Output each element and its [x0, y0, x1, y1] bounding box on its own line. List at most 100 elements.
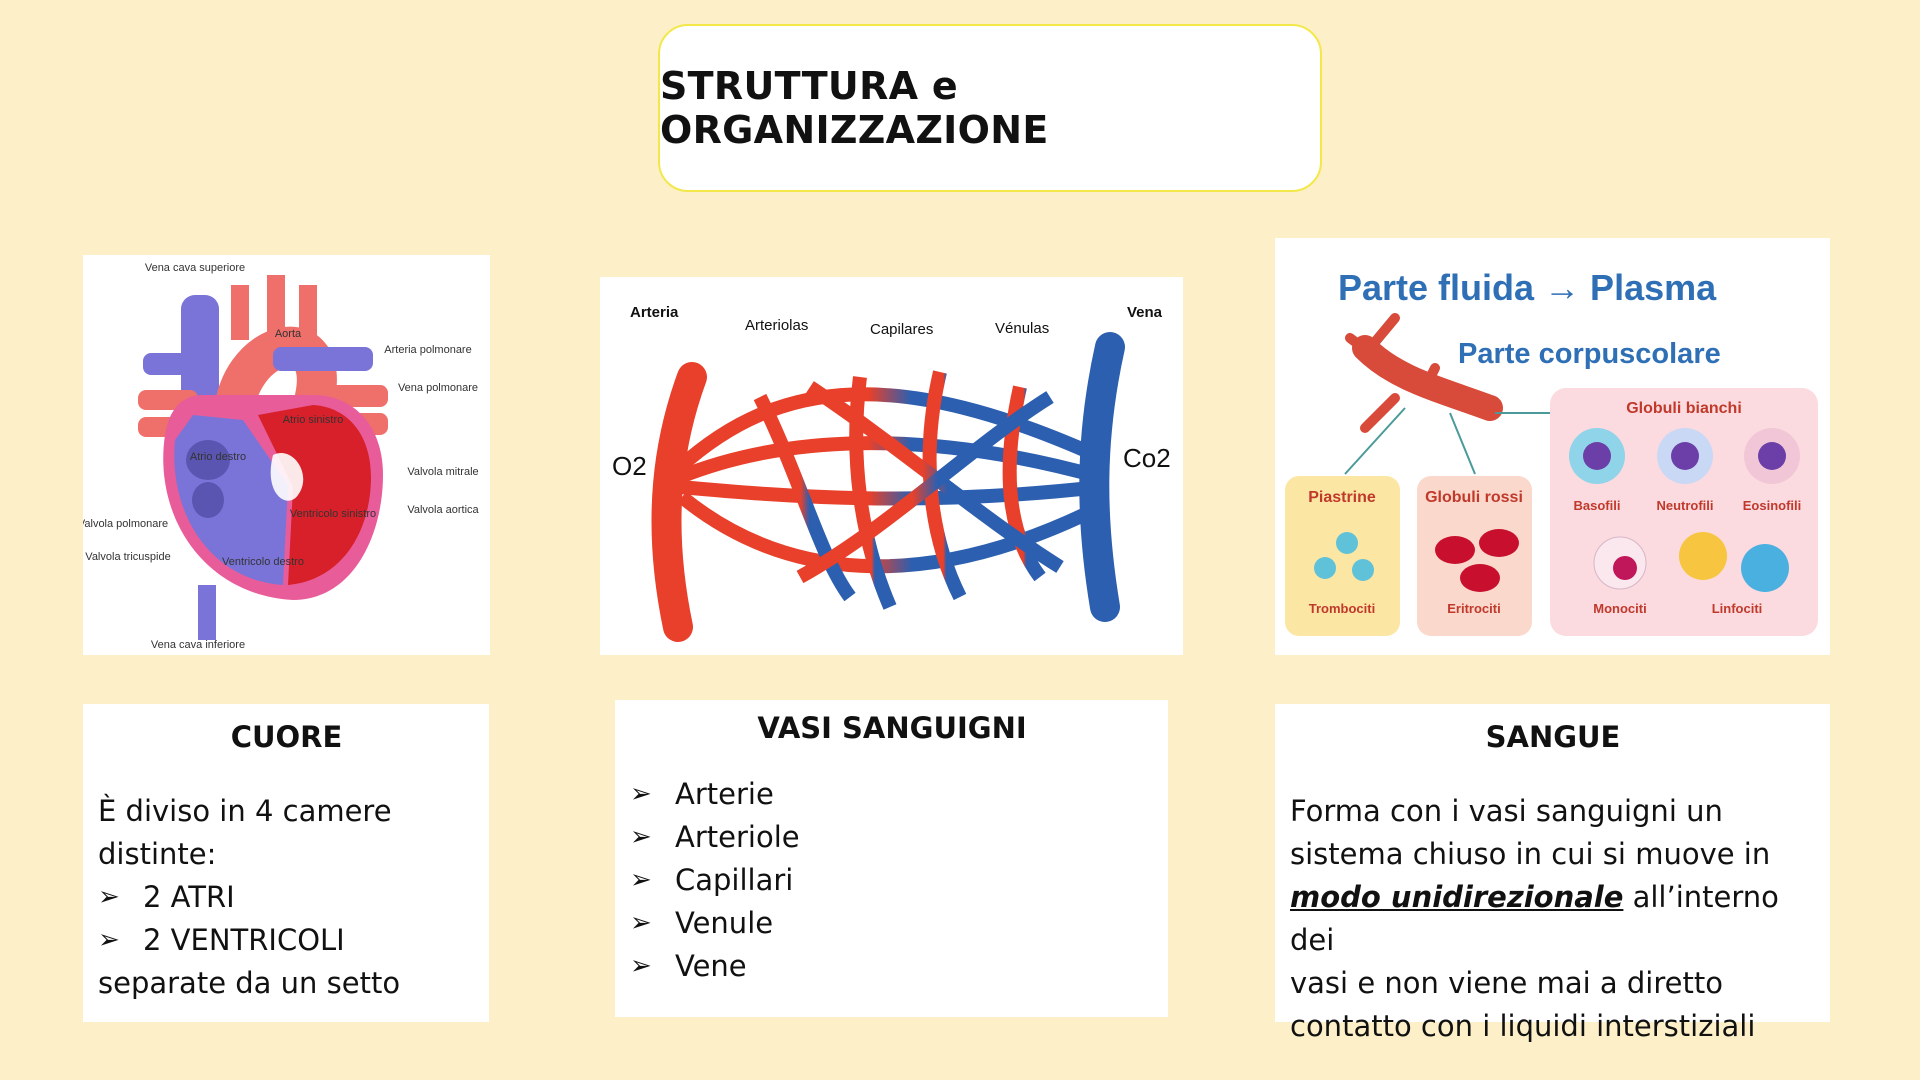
vena-cava-inferior-shape — [198, 585, 216, 640]
sangue-card: SANGUE Forma con i vasi sanguigni un sis… — [1275, 704, 1830, 1043]
rbc-2 — [1479, 529, 1519, 557]
vessels-illustration: Arteria Vena Arteriolas Capilares Vénula… — [612, 304, 1171, 642]
label-ventricolo-sinistro: Ventricolo sinistro — [290, 508, 376, 520]
label-o2: O2 — [612, 451, 647, 481]
cuore-item-2: 2 VENTRICOLI — [143, 923, 345, 957]
platelet-1 — [1336, 532, 1358, 554]
list-item: ➢ Vene — [630, 945, 1154, 988]
left-heart-shape — [258, 405, 371, 585]
label-trombociti: Trombociti — [1309, 601, 1375, 616]
label-ventricolo-destro: Ventricolo destro — [222, 556, 304, 568]
cuore-outro: separate da un setto — [98, 966, 401, 1000]
connector-lines — [1344, 407, 1550, 475]
label-corpuscolare: Parte corpuscolare — [1458, 338, 1721, 370]
cuore-intro-2: distinte: — [98, 837, 217, 871]
mitral-valve-shape — [270, 453, 304, 501]
bullet-arrow-icon: ➢ — [98, 882, 120, 912]
pulmonary-artery-right — [273, 347, 373, 371]
vasi-item-capillari: Capillari — [675, 863, 794, 897]
label-venulas: Vénulas — [995, 320, 1049, 337]
bullet-arrow-icon: ➢ — [630, 822, 652, 852]
vessels-diagram: Arteria Vena Arteriolas Capilares Vénula… — [600, 277, 1183, 655]
aorta-branch-3 — [299, 285, 317, 340]
label-valvola-mitrale: Valvola mitrale — [407, 466, 478, 478]
blood-diagram: Parte fluida → Plasma Parte corpuscolare… — [1275, 238, 1830, 655]
label-atrio-destro: Atrio destro — [190, 451, 246, 463]
rbc-1 — [1435, 536, 1475, 564]
label-monociti: Monociti — [1593, 601, 1646, 616]
vasi-item-arterie: Arterie — [675, 777, 774, 811]
label-globuli-bianchi: Globuli bianchi — [1626, 400, 1742, 417]
bullet-arrow-icon: ➢ — [630, 951, 652, 981]
sangue-emphasis: modo unidirezionale — [1290, 880, 1624, 914]
artery-shape — [651, 362, 707, 642]
blood-illustration: Parte fluida → Plasma Parte corpuscolare… — [1285, 267, 1818, 636]
cuore-item-1: 2 ATRI — [143, 880, 235, 914]
label-atrio-sinistro: Atrio sinistro — [283, 414, 344, 426]
cuore-item-ventricoli: ➢ 2 VENTRICOLI — [98, 919, 475, 962]
right-atrium-shape — [186, 440, 230, 480]
blood-vessel-shape — [1352, 335, 1503, 421]
vasi-heading: VASI SANGUIGNI — [757, 711, 1027, 745]
rbc-3 — [1460, 564, 1500, 592]
label-valvola-polmonare: Valvola polmonare — [83, 518, 168, 530]
linfocito-cell-2 — [1741, 544, 1789, 592]
label-co2: Co2 — [1123, 443, 1171, 473]
label-arteriolas: Arteriolas — [745, 317, 808, 334]
valve-shape — [192, 482, 224, 518]
sangue-text: Forma con i vasi sanguigni un sistema ch… — [1290, 790, 1816, 1048]
label-eritrociti: Eritrociti — [1447, 601, 1500, 616]
bullet-arrow-icon: ➢ — [630, 865, 652, 895]
page-title: STRUTTURA e ORGANIZZAZIONE — [660, 64, 1049, 152]
vasi-list: ➢ Arterie ➢ Arteriole ➢ Capillari ➢ Venu… — [630, 773, 1154, 988]
title-box: STRUTTURA e ORGANIZZAZIONE — [658, 24, 1322, 192]
label-basofili: Basofili — [1574, 498, 1621, 513]
label-aorta: Aorta — [275, 328, 302, 340]
cuore-item-atri: ➢ 2 ATRI — [98, 876, 475, 919]
cuore-card: CUORE È diviso in 4 camere distinte: ➢ 2… — [83, 704, 489, 1022]
label-eosinofili: Eosinofili — [1743, 498, 1802, 513]
label-capilares: Capilares — [870, 321, 933, 338]
sangue-line-3-rest: all’interno dei — [1290, 880, 1779, 957]
sangue-line-3: modo unidirezionale all’interno dei — [1290, 876, 1816, 962]
label-linfociti: Linfociti — [1712, 601, 1763, 616]
sangue-heading: SANGUE — [1485, 720, 1621, 754]
list-item: ➢ Venule — [630, 902, 1154, 945]
label-vena-cava-sup: Vena cava superiore — [145, 262, 245, 274]
sangue-line-2: sistema chiuso in cui si muove in — [1290, 837, 1771, 871]
label-arteria: Arteria — [630, 304, 679, 321]
cuore-text: È diviso in 4 camere distinte: ➢ 2 ATRI … — [98, 790, 475, 1005]
label-arteria-polmonare: Arteria polmonare — [384, 344, 471, 356]
vasi-item-arteriole: Arteriole — [675, 820, 800, 854]
label-globuli-rossi: Globuli rossi — [1425, 489, 1523, 506]
vessel-branches — [1345, 313, 1440, 433]
label-vena-polmonare: Vena polmonare — [398, 382, 478, 394]
bullet-arrow-icon: ➢ — [98, 925, 120, 955]
sangue-line-5: contatto con i liquidi interstiziali — [1290, 1009, 1756, 1043]
label-valvola-aortica: Valvola aortica — [407, 504, 479, 516]
linfocito-cell-1 — [1679, 532, 1727, 580]
vasi-item-venule: Venule — [675, 906, 774, 940]
sangue-line-4: vasi e non viene mai a diretto — [1290, 966, 1723, 1000]
label-vena-cava-inf: Vena cava inferiore — [151, 639, 245, 651]
heart-diagram: Vena cava superiore Aorta Arteria polmon… — [83, 255, 490, 655]
capillary-network — [675, 370, 1104, 610]
piastrine-box — [1285, 476, 1400, 636]
label-piastrine: Piastrine — [1308, 489, 1376, 506]
label-vena: Vena — [1127, 304, 1163, 321]
vasi-item-vene: Vene — [675, 949, 747, 983]
bullet-arrow-icon: ➢ — [630, 779, 652, 809]
globuli-rossi-box — [1417, 476, 1532, 636]
cuore-intro-1: È diviso in 4 camere — [98, 794, 392, 828]
label-neutrofili: Neutrofili — [1656, 498, 1713, 513]
aorta-branch-2 — [267, 275, 285, 335]
platelet-3 — [1352, 559, 1374, 581]
aorta-branch-1 — [231, 285, 249, 340]
bullet-arrow-icon: ➢ — [630, 908, 652, 938]
label-plasma: Parte fluida → Plasma — [1338, 267, 1717, 308]
platelet-2 — [1314, 557, 1336, 579]
heart-illustration: Vena cava superiore Aorta Arteria polmon… — [83, 262, 480, 651]
vasi-card: VASI SANGUIGNI ➢ Arterie ➢ Arteriole ➢ C… — [615, 700, 1168, 1017]
list-item: ➢ Arterie — [630, 773, 1154, 816]
list-item: ➢ Arteriole — [630, 816, 1154, 859]
